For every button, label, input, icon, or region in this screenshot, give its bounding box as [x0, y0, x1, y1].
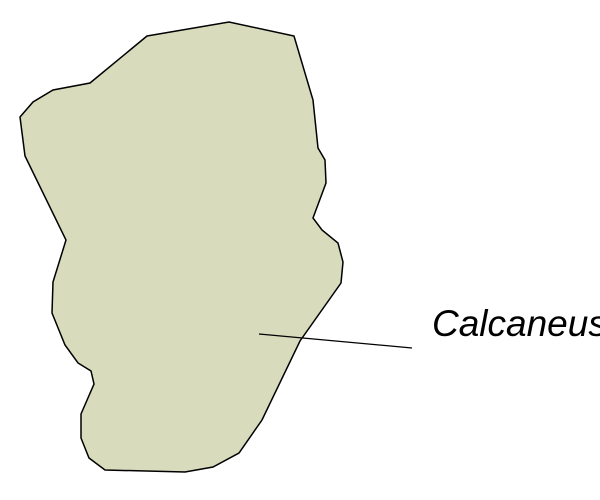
calcaneus-bone-shape [19, 21, 344, 473]
label-leader-line [258, 333, 413, 349]
calcaneus-label: Calcaneus [432, 303, 600, 344]
